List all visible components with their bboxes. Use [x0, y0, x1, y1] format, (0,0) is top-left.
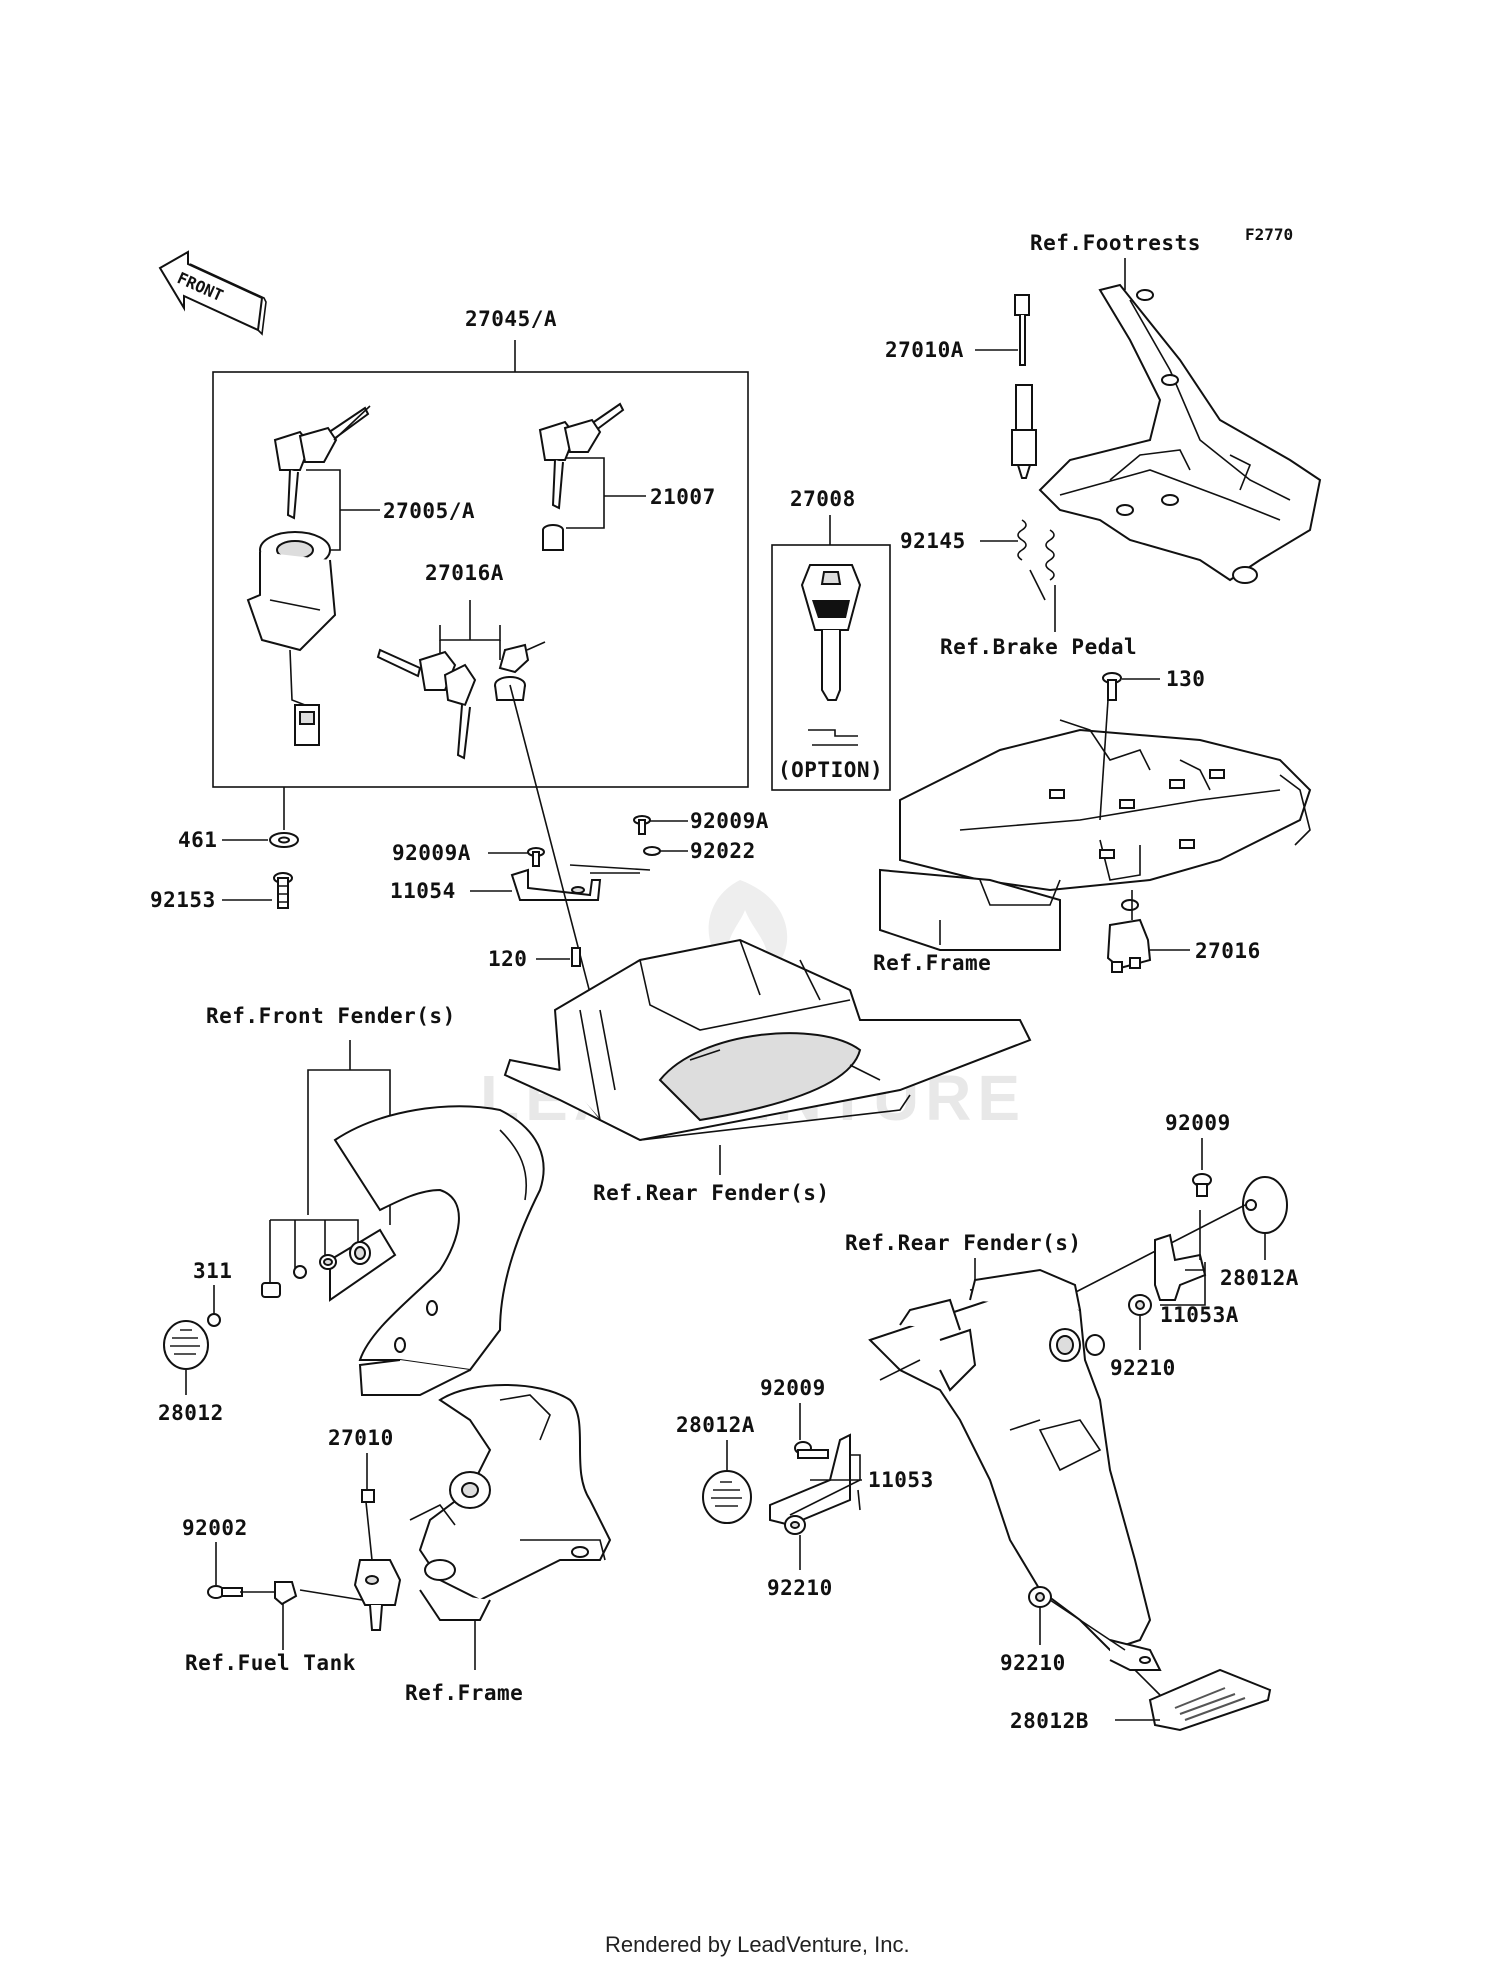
- label-ref-rear-fender-2: Ref.Rear Fender(s): [845, 1231, 1082, 1255]
- key-pair-21007-icon: [538, 402, 625, 510]
- label-311: 311: [193, 1259, 232, 1283]
- front-fender-icon: [329, 1105, 545, 1396]
- frame-subframe-icon: [879, 719, 1312, 951]
- bracket-11053a-icon: [1154, 1233, 1207, 1301]
- label-92009a-right: 92009A: [690, 809, 769, 833]
- label-461: 461: [178, 828, 217, 852]
- label-92210-top: 92210: [1110, 1356, 1176, 1380]
- brake-switch-front-icon: [1106, 918, 1152, 973]
- diagram-id: F2770: [1245, 225, 1293, 244]
- side-stand-switch-icon: [353, 1489, 402, 1631]
- bolt-92153-icon: [273, 872, 293, 909]
- label-92022: 92022: [690, 839, 756, 863]
- label-27008: 27008: [790, 487, 856, 511]
- footer-credit: Rendered by LeadVenture, Inc.: [605, 1932, 910, 1957]
- key-pair-icon: [273, 405, 371, 520]
- front-arrow-icon: FRONT: [158, 250, 267, 336]
- rear-fender-tray-icon: [503, 938, 1032, 1142]
- label-27045a: 27045/A: [465, 307, 557, 331]
- screw-92009-mid-icon: [794, 1441, 829, 1459]
- ignition-kit-group: 27045/A 27005/A: [212, 307, 749, 788]
- clip-icon: [274, 1581, 298, 1606]
- license-fender-icon: [868, 1268, 1162, 1671]
- label-ref-rear-fender-1: Ref.Rear Fender(s): [593, 1181, 830, 1205]
- label-92009-mid: 92009: [760, 1376, 826, 1400]
- option-key-group: 27008 (OPTION): [771, 487, 891, 791]
- label-27016: 27016: [1195, 939, 1261, 963]
- frame-bracket-icon: [409, 1384, 612, 1621]
- label-ref-brake-pedal: Ref.Brake Pedal: [940, 635, 1137, 659]
- label-92009a-left: 92009A: [392, 841, 471, 865]
- bolt-92002-icon: [207, 1585, 243, 1599]
- lock-cylinder-icon: [542, 524, 564, 551]
- bracket-11054-icon: [510, 868, 602, 901]
- label-28012a-left: 28012A: [676, 1413, 755, 1437]
- label-21007: 21007: [650, 485, 716, 509]
- label-28012a-right: 28012A: [1220, 1266, 1299, 1290]
- label-11053: 11053: [868, 1468, 934, 1492]
- grommet-set-icon: [261, 1241, 371, 1298]
- label-28012b: 28012B: [1010, 1709, 1089, 1733]
- label-27010a: 27010A: [885, 338, 964, 362]
- label-ref-frame-2: Ref.Frame: [405, 1681, 523, 1705]
- ignition-switch-icon: [246, 531, 337, 746]
- label-11053a: 11053A: [1160, 1303, 1239, 1327]
- label-92009-top: 92009: [1165, 1111, 1231, 1135]
- footrest-bracket-icon: [1038, 283, 1322, 584]
- label-92210-low: 92210: [1000, 1651, 1066, 1675]
- label-11054: 11054: [390, 879, 456, 903]
- label-130: 130: [1166, 667, 1205, 691]
- washer-461-icon: [269, 832, 299, 848]
- kawasaki-key-icon: [800, 564, 862, 746]
- label-92002: 92002: [182, 1516, 248, 1540]
- label-27005a: 27005/A: [383, 499, 475, 523]
- brake-switch-rear-icon: [1011, 294, 1037, 479]
- key-pair-27016a-icon: [376, 641, 546, 760]
- label-120: 120: [488, 947, 527, 971]
- label-ref-footrests: Ref.Footrests: [1030, 231, 1201, 255]
- nut-92210-top-icon: [1128, 1294, 1152, 1316]
- label-option: (OPTION): [778, 758, 883, 782]
- reflector-28012a-right-icon: [1242, 1176, 1288, 1234]
- nut-92210-mid-icon: [784, 1515, 806, 1535]
- label-27016a: 27016A: [425, 561, 504, 585]
- reflector-28012b-icon: [1148, 1668, 1272, 1732]
- reflector-28012a-left-icon: [702, 1470, 752, 1524]
- label-ref-fuel-tank: Ref.Fuel Tank: [185, 1651, 356, 1675]
- screw-92009a-icon: [633, 815, 651, 835]
- label-ref-frame-1: Ref.Frame: [873, 951, 991, 975]
- bracket-11053-icon: [769, 1433, 851, 1527]
- label-28012: 28012: [158, 1401, 224, 1425]
- screw-120-icon: [571, 947, 581, 967]
- screw-92009a-left-icon: [527, 847, 545, 867]
- label-92145: 92145: [900, 529, 966, 553]
- washer-92022-icon: [643, 846, 661, 856]
- watermark-flame-icon: [708, 880, 788, 975]
- reflector-28012-icon: [163, 1313, 221, 1370]
- label-92210-mid: 92210: [767, 1576, 833, 1600]
- nut-92210-low-icon: [1028, 1586, 1052, 1608]
- spring-92145-icon: [1017, 519, 1055, 601]
- label-ref-front-fender: Ref.Front Fender(s): [206, 1004, 456, 1028]
- screw-92009-top-icon: [1192, 1173, 1212, 1197]
- label-27010: 27010: [328, 1426, 394, 1450]
- bolt-130-icon: [1102, 672, 1122, 701]
- label-92153: 92153: [150, 888, 216, 912]
